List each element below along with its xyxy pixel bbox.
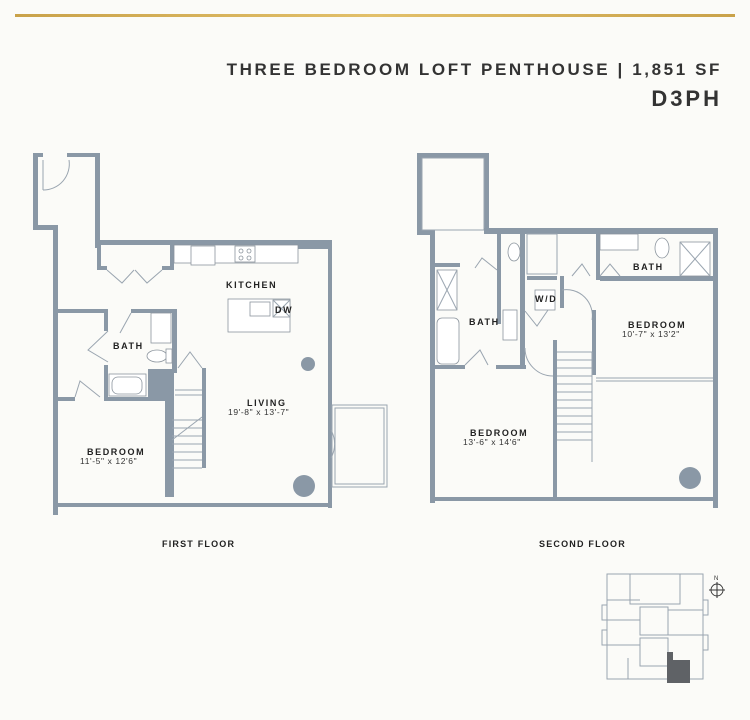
- key-plan: [601, 573, 709, 680]
- room-label-bedroom: BEDROOM: [87, 447, 145, 457]
- room-label-bedroom-left: BEDROOM: [470, 428, 528, 438]
- second-floor-plan: [417, 153, 718, 508]
- north-compass-icon: N: [709, 576, 725, 598]
- second-floor-label: SECOND FLOOR: [539, 539, 626, 549]
- unit-code: D3PH: [651, 86, 722, 111]
- room-dims-bedroom-left: 13'-6" x 14'6": [463, 437, 521, 447]
- room-label-wd: W/D: [535, 294, 557, 304]
- room-label-bath-left: BATH: [469, 317, 500, 327]
- room-dims-bedroom-right: 10'-7" x 13'2": [622, 329, 680, 339]
- plan-title: THREE BEDROOM LOFT PENTHOUSE | 1,851 SF: [226, 60, 722, 79]
- room-label-living: LIVING: [247, 398, 287, 408]
- room-dims-living: 19'-8" x 13'-7": [228, 407, 289, 417]
- room-label-bath-right: BATH: [633, 262, 664, 272]
- room-label-kitchen: KITCHEN: [226, 280, 277, 290]
- first-floor-label: FIRST FLOOR: [162, 539, 236, 549]
- first-floor-plan: [33, 153, 388, 515]
- room-dims-bedroom: 11'-5" x 12'6": [80, 456, 137, 466]
- appliance-label-dw: DW: [275, 305, 293, 315]
- svg-text:N: N: [714, 576, 718, 582]
- unit-location-highlight: [667, 652, 690, 683]
- gold-divider: [15, 14, 735, 17]
- room-label-bedroom-right: BEDROOM: [628, 320, 686, 330]
- room-label-bath: BATH: [113, 341, 144, 351]
